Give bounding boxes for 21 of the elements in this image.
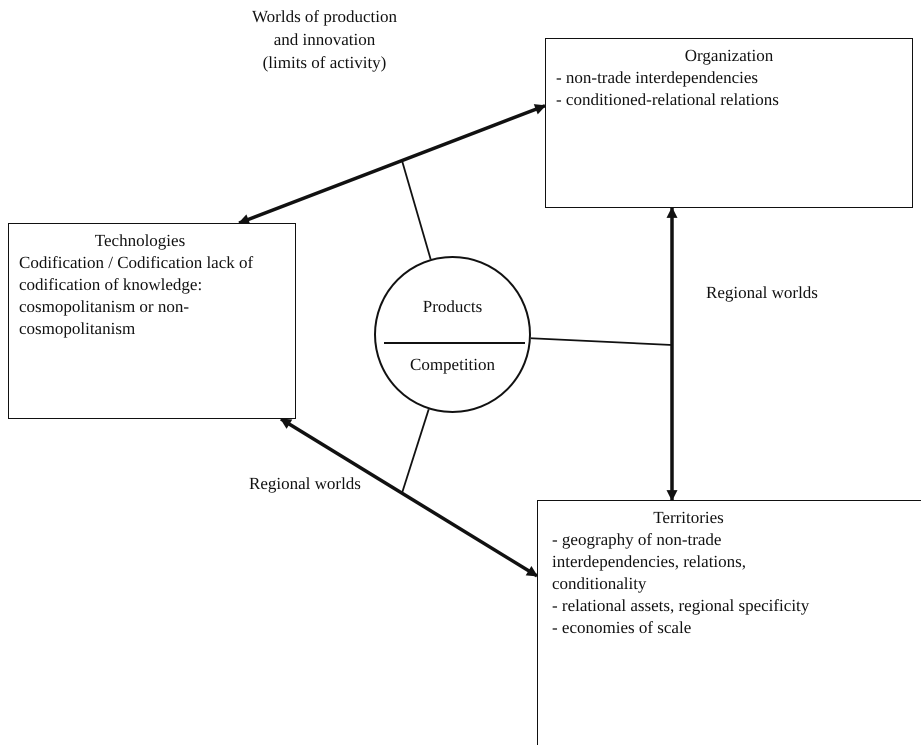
connector-line xyxy=(401,160,432,260)
concept-box xyxy=(8,223,296,419)
box-heading: Technologies xyxy=(94,230,186,252)
diagram-note: Worlds of production and innovation (limits of activity) xyxy=(251,6,398,74)
node-text: Competition xyxy=(409,354,496,376)
box-heading: Territories xyxy=(652,507,725,529)
node-text: Products xyxy=(422,296,484,318)
connector-line xyxy=(530,337,672,346)
double-arrow xyxy=(666,206,678,502)
box-text: - conditioned-relational relations xyxy=(556,89,780,112)
box-text: - geography of non-trade interdependencies, relations, conditionality xyxy=(552,529,748,596)
double-arrow xyxy=(280,418,538,578)
box-heading: Organization xyxy=(684,45,774,67)
connector-line xyxy=(401,409,430,494)
box-text: Codification / Codification lack of codification of knowledge: cosmopolitanism or non-cosmopolitanism xyxy=(19,252,254,340)
concept-box xyxy=(545,38,913,208)
double-arrow xyxy=(238,104,546,225)
concept-box xyxy=(537,500,921,745)
box-text: - non-trade interdependencies xyxy=(556,67,760,90)
box-text: - economies of scale xyxy=(552,617,692,640)
box-text: - relational assets, regional specificity xyxy=(552,595,810,618)
